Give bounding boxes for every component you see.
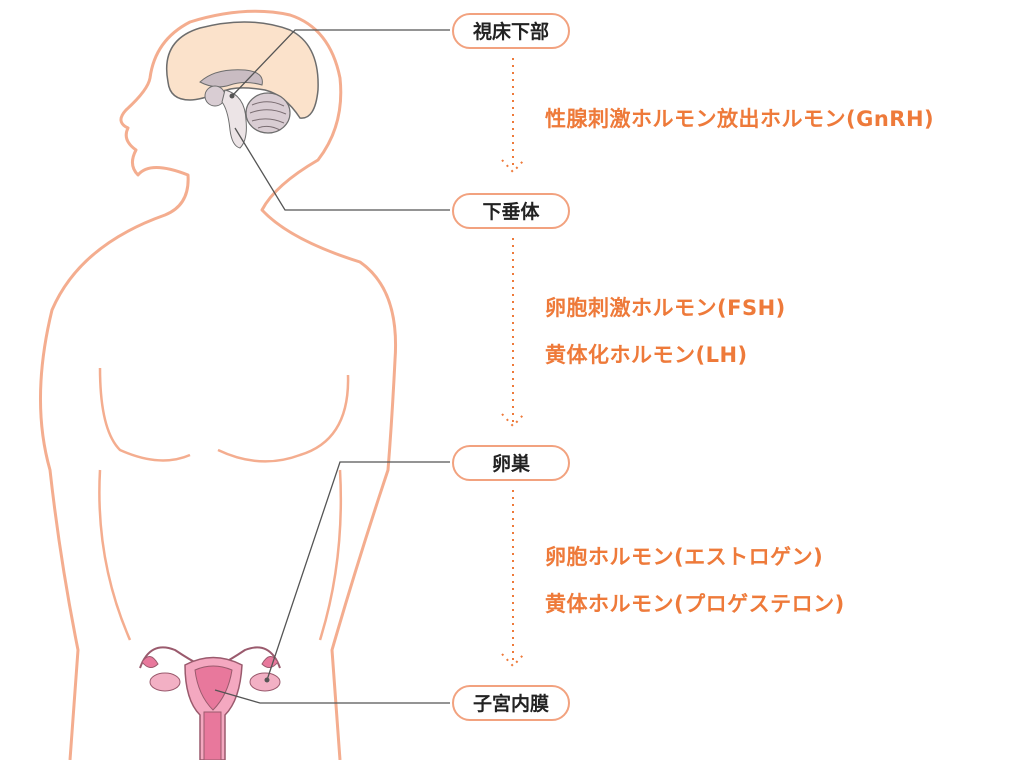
arm-left-line	[99, 470, 130, 640]
arm-right-line	[320, 470, 341, 640]
leader-line-pituitary	[235, 128, 450, 210]
dotted-arrow-3	[502, 490, 524, 666]
hormone-fsh: 卵胞刺激ホルモン(FSH)	[545, 292, 786, 322]
uterus-illustration	[140, 647, 280, 760]
node-hypothalamus: 視床下部	[452, 13, 570, 49]
chest-line	[100, 368, 348, 461]
leader-line-endometrium	[215, 690, 450, 703]
hormone-progesterone: 黄体ホルモン(プロゲステロン)	[545, 588, 845, 618]
hormone-gnrh: 性腺刺激ホルモン放出ホルモン(GnRH)	[545, 103, 934, 133]
leader-line-ovary	[267, 462, 450, 680]
node-ovary: 卵巣	[452, 445, 570, 481]
hormone-lh: 黄体化ホルモン(LH)	[545, 339, 748, 369]
dotted-arrow-2	[502, 238, 524, 426]
dotted-arrow-1	[502, 58, 524, 172]
node-pituitary: 下垂体	[452, 193, 570, 229]
body-silhouette	[40, 11, 395, 760]
hormone-estrogen: 卵胞ホルモン(エストロゲン)	[545, 541, 823, 571]
node-endometrium: 子宮内膜	[452, 685, 570, 721]
